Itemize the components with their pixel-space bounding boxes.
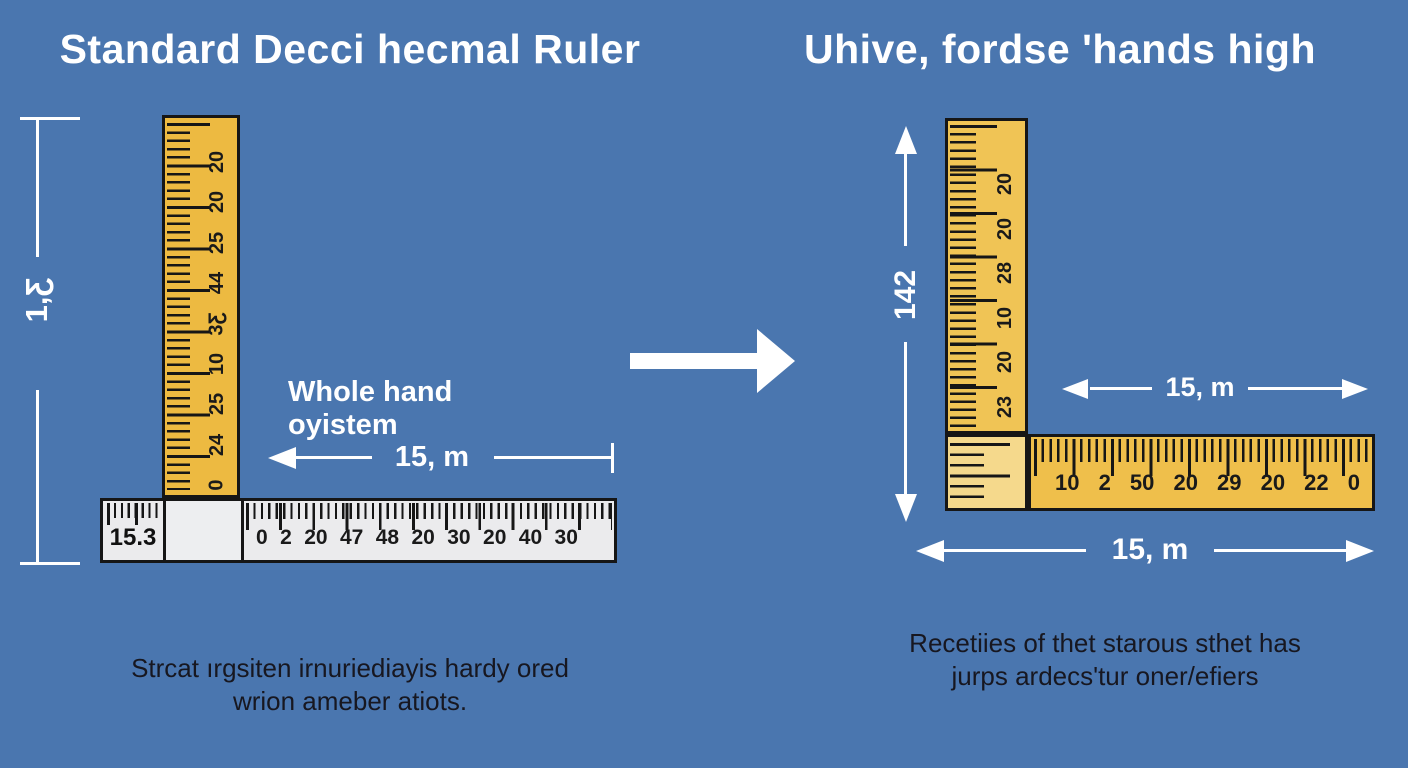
ruler-ticks xyxy=(107,503,159,525)
ruler-number: 3Ƹ xyxy=(206,311,228,336)
ruler-number: 50 xyxy=(1129,470,1155,495)
right-caption-line1: Recetiies of thet starous sthet has xyxy=(909,628,1301,658)
dim-line xyxy=(1248,387,1342,390)
ruler-number: 10 xyxy=(994,306,1016,329)
left-height-dimension-label: 1,Ƹ xyxy=(19,277,54,323)
down-arrowhead-icon xyxy=(895,494,917,522)
ruler-number: 20 xyxy=(206,191,228,214)
right-arrow-icon xyxy=(630,329,795,393)
ruler-number: 25 xyxy=(206,393,228,416)
left-caption-line2: wrion ameber atiots. xyxy=(232,686,468,716)
ruler-number: 23 xyxy=(994,395,1016,419)
left-annotation: Whole hand oyistem xyxy=(288,376,453,441)
ruler-number: 40 xyxy=(518,526,543,549)
ruler-number: 20 xyxy=(994,351,1016,374)
ruler-ticks xyxy=(107,503,159,518)
left-dim-top-cap xyxy=(20,117,80,120)
left-arrowhead-icon xyxy=(1062,379,1088,399)
ruler-ticks xyxy=(1034,439,1369,462)
ruler-number: 44 xyxy=(206,272,228,295)
right-width-dimension-upper-label: 15, m xyxy=(1165,372,1235,402)
ruler-number: 0 xyxy=(206,479,228,491)
ruler-ticks xyxy=(950,125,976,427)
ruler-number: 10 xyxy=(1055,470,1080,495)
ruler-number: 29 xyxy=(1217,470,1242,495)
ruler-corner-block xyxy=(945,434,1028,511)
dim-end-bar xyxy=(611,443,614,473)
right-width-dimension-lower-label: 15, m xyxy=(1111,533,1189,566)
left-vertical-ruler: 20 20 25 44 3Ƹ 10 25 24 0 xyxy=(162,115,240,498)
ruler-number: 47 xyxy=(339,526,364,549)
gray-ruler-left-section: 15.3 xyxy=(103,501,166,560)
left-panel-title: Standard Decci hecmal Ruler xyxy=(59,26,641,72)
right-caption: Recetiies of thet starous sthet has jurp… xyxy=(830,627,1380,693)
left-caption-line1: Strcat ırgsiten irnuriediayis hardy ored xyxy=(131,653,569,683)
ruler-number: 2 xyxy=(1098,470,1111,495)
ruler-number: 10 xyxy=(206,352,228,375)
dim-line xyxy=(904,342,907,494)
ruler-number: 20 xyxy=(483,526,507,549)
left-vertical-ruler-numbers: 20 20 25 44 3Ƹ 10 25 24 0 xyxy=(200,150,234,495)
right-vertical-ruler: 20 20 28 10 20 23 xyxy=(945,118,1028,434)
ruler-number: 0 xyxy=(256,526,268,549)
ruler-number: 28 xyxy=(994,262,1016,285)
right-panel-title: Uhive, fordse 'hands high xyxy=(803,26,1317,72)
dim-line xyxy=(296,456,372,459)
ruler-number: 30 xyxy=(447,526,471,549)
ruler-number: 2 xyxy=(280,526,292,549)
ruler-number: 30 xyxy=(554,526,578,549)
right-horizontal-ruler: 10 2 50 20 29 20 22 0 xyxy=(1028,434,1375,511)
ruler-number: 20 xyxy=(206,150,228,174)
right-caption-line2: jurps ardecs'tur oner/efiers xyxy=(951,661,1259,691)
left-arrowhead-icon xyxy=(268,447,296,469)
ruler-ticks xyxy=(246,503,612,519)
left-width-dimension-label: 15, m xyxy=(394,441,470,473)
ruler-number: 22 xyxy=(1304,470,1329,495)
ruler-number: 24 xyxy=(206,433,228,456)
right-horizontal-ruler-numbers: 10 2 50 20 29 20 22 0 xyxy=(1055,470,1360,496)
right-vertical-ruler-numbers: 20 20 28 10 20 23 xyxy=(988,172,1022,419)
dim-line xyxy=(944,549,1086,552)
ruler-ticks xyxy=(167,123,190,490)
ruler-number: 48 xyxy=(375,526,400,549)
ruler-ticks xyxy=(950,443,1010,502)
left-dim-line-upper xyxy=(36,117,39,257)
gray-ruler-blank-section xyxy=(166,501,244,560)
ruler-number: 20 xyxy=(1173,470,1198,495)
ruler-number: 25 xyxy=(206,231,228,254)
dim-line xyxy=(494,456,612,459)
dim-line xyxy=(1090,387,1152,390)
ruler-number: 20 xyxy=(304,526,328,549)
ruler-number: 20 xyxy=(994,172,1016,196)
dim-line xyxy=(1214,549,1346,552)
left-arrowhead-icon xyxy=(916,540,944,562)
ruler-number: 20 xyxy=(411,526,435,549)
ruler-ticks xyxy=(950,443,984,502)
left-dim-bottom-cap xyxy=(20,562,80,565)
right-arrowhead-icon xyxy=(1342,379,1368,399)
gray-ruler-reading: 15.3 xyxy=(109,524,157,551)
up-arrowhead-icon xyxy=(895,126,917,154)
ruler-number: 20 xyxy=(1260,470,1286,495)
ruler-number: 0 xyxy=(1347,470,1360,495)
left-caption: Strcat ırgsiten irnuriediayis hardy ored… xyxy=(70,652,630,718)
ruler-number: 20 xyxy=(994,217,1016,240)
right-height-dimension-label: 142 xyxy=(889,269,922,321)
dim-line xyxy=(904,154,907,246)
right-arrowhead-icon xyxy=(1346,540,1374,562)
left-dim-line-lower xyxy=(36,390,39,565)
